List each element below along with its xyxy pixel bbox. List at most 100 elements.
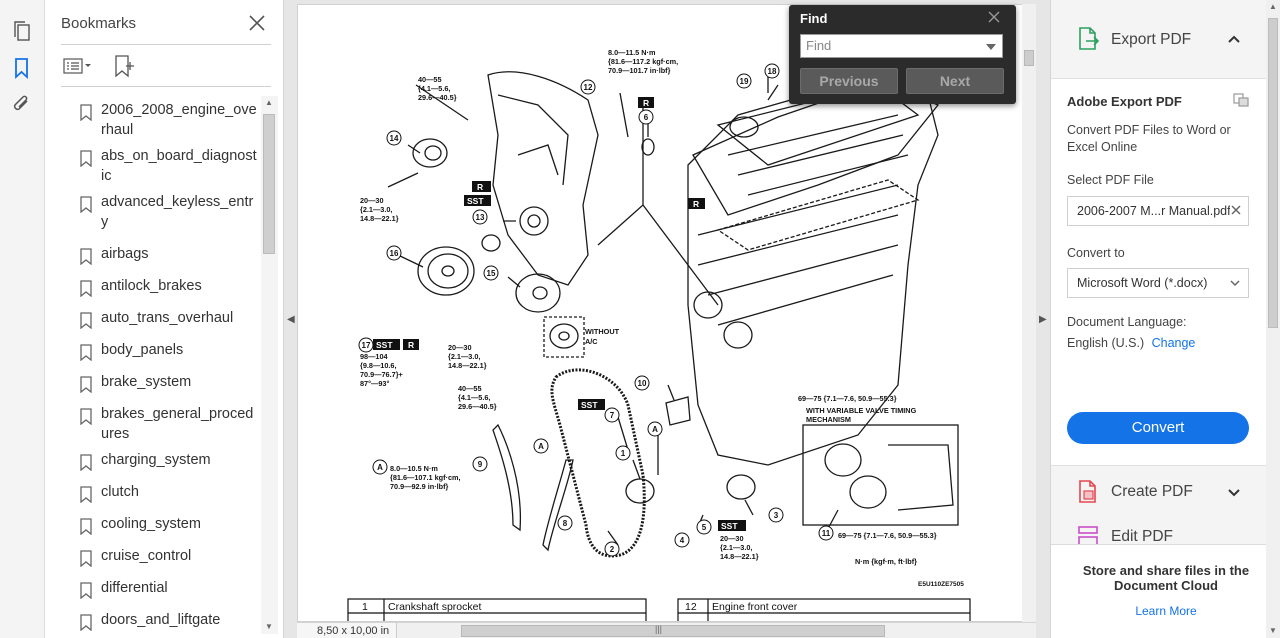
export-pdf-header[interactable]: Export PDF (1051, 0, 1267, 78)
bookmark-item[interactable]: advanced_keyless_entry (45, 192, 261, 232)
bookmark-label: airbags (101, 246, 149, 262)
doc-language-row: English (U.S.) Change (1067, 335, 1195, 352)
bookmark-item[interactable]: charging_system (45, 450, 261, 471)
next-button[interactable]: Next (906, 68, 1004, 94)
chevron-down-icon[interactable] (986, 44, 996, 50)
create-pdf-tool[interactable]: Create PDF (1051, 468, 1267, 514)
bookmark-item[interactable]: doors_and_liftgate (45, 610, 261, 631)
collapse-left-icon: ◀ (287, 314, 295, 325)
attachment-icon[interactable] (10, 92, 34, 116)
bookmark-icon[interactable] (10, 56, 34, 80)
bookmark-label: body_panels (101, 342, 184, 358)
engine-timing-diagram: R R SST R SST R SST SST 14 16 15 13 12 6… (347, 48, 971, 621)
bookmarks-scrollbar[interactable]: ▲ ▼ (261, 96, 278, 634)
bookmark-flag-icon (80, 582, 92, 599)
bookmark-flag-icon (80, 454, 92, 471)
part-number: 6 (644, 113, 649, 122)
create-pdf-icon (1079, 480, 1096, 503)
bookmark-label: cooling_system (101, 516, 201, 532)
previous-button[interactable]: Previous (800, 68, 898, 94)
bookmark-label: cruise_control (101, 548, 192, 564)
bookmark-item[interactable]: abs_on_board_diagnostic (45, 146, 261, 186)
tools-pane-scrollbar[interactable]: ▲ ▼ (1266, 0, 1280, 638)
bookmark-label: auto_trans_overhaul (101, 310, 234, 326)
find-title: Find (800, 11, 828, 26)
bookmark-item[interactable]: cooling_system (45, 514, 261, 535)
torque-label: 70.9—101.7 in·lbf} (608, 66, 671, 75)
bookmark-label: antilock_brakes (101, 278, 202, 294)
learn-more-link[interactable]: Learn More (1135, 604, 1197, 618)
bookmark-label: brake_system (101, 374, 192, 390)
scroll-down-icon[interactable]: ▼ (265, 622, 273, 631)
left-tool-rail (0, 0, 45, 638)
torque-label: 20—30 (360, 196, 384, 205)
torque-label: {4.1—5.6, (418, 84, 450, 93)
convert-format-value: Microsoft Word (*.docx) (1077, 276, 1208, 290)
clear-icon[interactable] (1230, 204, 1242, 216)
select-pdf-link[interactable]: Select PDF File (1067, 173, 1154, 187)
bookmark-item[interactable]: brakes_general_procedures (45, 404, 261, 444)
export-pdf-title: Export PDF (1111, 31, 1192, 48)
bookmark-item[interactable]: antilock_brakes (45, 276, 261, 297)
r-tag: R (643, 98, 649, 108)
bookmark-item[interactable]: brake_system (45, 372, 261, 393)
bookmarks-title: Bookmarks (61, 15, 137, 32)
torque-label: {2.1—3.0, (448, 352, 480, 361)
r-tag: R (408, 340, 414, 350)
torque-label: {9.8—10.6, (360, 361, 397, 370)
find-input[interactable]: Find (800, 34, 1003, 58)
vvt-label: WITH VARIABLE VALVE TIMING (806, 406, 917, 415)
doc-language-label: Document Language: (1067, 315, 1187, 329)
new-bookmark-icon[interactable] (113, 54, 135, 78)
part-number: 9 (478, 460, 483, 469)
part-number: 7 (610, 411, 615, 420)
close-icon[interactable] (247, 13, 267, 33)
bookmark-flag-icon (80, 550, 92, 567)
scroll-down-icon[interactable]: ▼ (1269, 626, 1277, 635)
sst-tag: SST (581, 400, 598, 410)
bookmark-item[interactable]: clutch (45, 482, 261, 503)
bookmark-label: brakes_general_procedures (101, 406, 254, 442)
torque-label: 87°—93° (360, 379, 389, 388)
torque-label: 29.6—40.5} (418, 93, 457, 102)
bookmark-item[interactable]: differential (45, 578, 261, 599)
bookmark-flag-icon (80, 408, 92, 425)
part-number: 13 (476, 213, 485, 222)
document-page: R R SST R SST R SST SST 14 16 15 13 12 6… (297, 4, 1023, 622)
scrollbar-thumb[interactable] (1268, 18, 1278, 328)
horizontal-scrollbar-thumb[interactable] (461, 625, 885, 637)
r-tag: R (477, 182, 483, 192)
bookmark-label: abs_on_board_diagnostic (101, 148, 257, 184)
page-thumbnails-icon[interactable] (10, 20, 34, 44)
cloud-files-icon[interactable] (1233, 93, 1249, 107)
bookmark-item[interactable]: cruise_control (45, 546, 261, 567)
convert-format-select[interactable]: Microsoft Word (*.docx) (1067, 268, 1249, 298)
change-language-link[interactable]: Change (1151, 336, 1196, 350)
scroll-up-icon[interactable]: ▲ (265, 98, 273, 107)
selected-file-field[interactable]: 2006-2007 M...r Manual.pdf (1067, 196, 1249, 226)
scroll-up-icon[interactable]: ▲ (1269, 2, 1277, 11)
bookmark-flag-icon (80, 248, 92, 265)
part-number: 10 (638, 379, 647, 388)
part-number: 16 (390, 249, 399, 258)
bookmarks-panel: Bookmarks 2006_2008_engine_overhaul abs_… (45, 0, 284, 638)
scrollbar-thumb[interactable] (1024, 50, 1034, 66)
right-pane-toggle[interactable]: ▶ (1036, 0, 1050, 638)
bookmark-label: differential (101, 580, 168, 596)
convert-button[interactable]: Convert (1067, 412, 1249, 444)
bookmark-item[interactable]: auto_trans_overhaul (45, 308, 261, 329)
bookmark-flag-icon (80, 196, 92, 213)
chevron-down-icon[interactable] (1227, 487, 1241, 497)
scrollbar-thumb[interactable] (263, 114, 275, 254)
table-cell: 12 (685, 601, 697, 613)
bookmark-item[interactable]: body_panels (45, 340, 261, 361)
bookmark-item[interactable]: 2006_2008_engine_overhaul (45, 100, 261, 140)
document-vertical-scrollbar[interactable] (1022, 4, 1036, 622)
chevron-up-icon[interactable] (1227, 34, 1241, 44)
close-icon[interactable] (987, 10, 1001, 24)
bookmark-label: charging_system (101, 452, 211, 468)
left-pane-toggle[interactable]: ◀ (284, 0, 297, 638)
bookmark-options-icon[interactable] (63, 56, 93, 76)
bookmark-item[interactable]: airbags (45, 244, 261, 265)
doc-language-value: English (U.S.) (1067, 336, 1145, 350)
